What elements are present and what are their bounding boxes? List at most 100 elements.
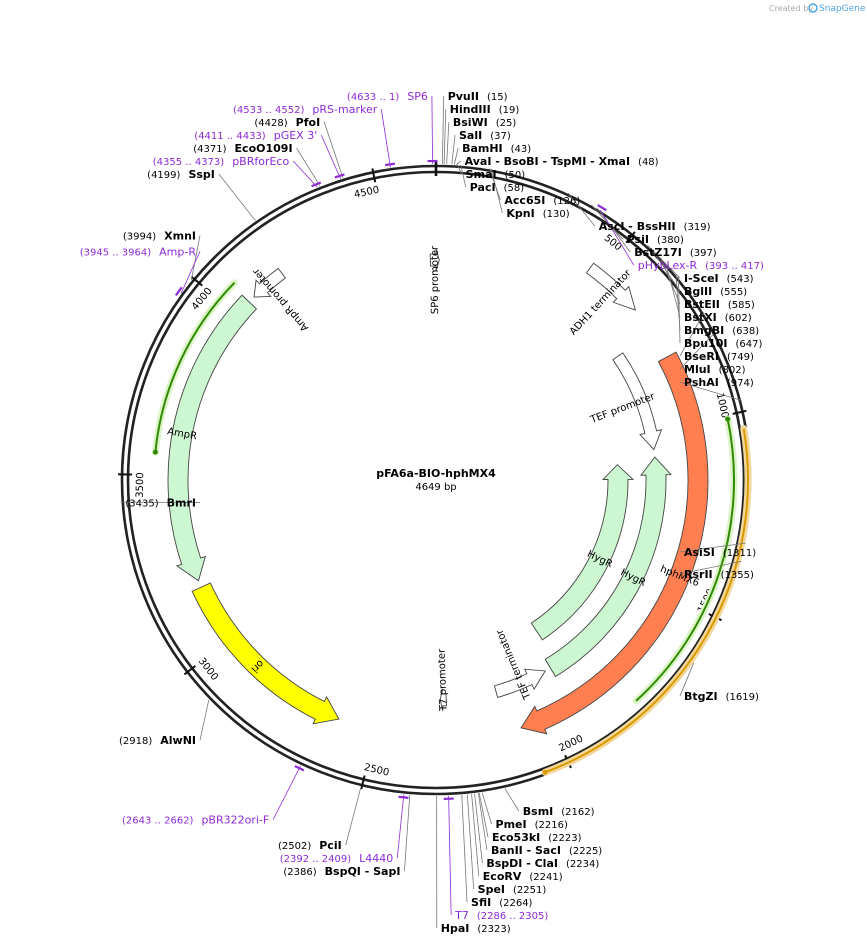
enzyme-psii-position: (380) bbox=[657, 235, 684, 246]
enzyme-pfoi-label[interactable]: (4428)PfoI bbox=[254, 116, 320, 129]
enzyme-sfii-leader bbox=[461, 794, 468, 903]
enzyme-hpai-label[interactable]: HpaI(2323) bbox=[441, 922, 511, 935]
enzyme-mlui-label[interactable]: MluI(802) bbox=[684, 363, 746, 376]
enzyme-ecorv-label[interactable]: EcoRV(2241) bbox=[483, 870, 563, 883]
primer-phyblex-r-label[interactable]: pHybLex-R(393 .. 417) bbox=[638, 259, 764, 272]
primer-pbr322ori-f-label[interactable]: (2643 .. 2662)pBR322ori-F bbox=[122, 813, 269, 826]
enzyme-bstz17i-leader bbox=[597, 208, 631, 253]
enzyme-hindiii-label[interactable]: HindIII(19) bbox=[450, 103, 520, 116]
feature-hygr-arrow[interactable] bbox=[544, 456, 672, 678]
primer-t7-position: (2286 .. 2305) bbox=[477, 911, 549, 922]
enzyme-smai-label[interactable]: SmaI(50) bbox=[466, 168, 526, 181]
feature-ori-arrow[interactable] bbox=[191, 582, 340, 725]
feature-tef-promoter-arrow[interactable] bbox=[612, 352, 663, 451]
enzyme-bspqi-name: BspQI - SapI bbox=[325, 865, 401, 878]
enzyme-pcii-label[interactable]: (2502)PciI bbox=[278, 839, 342, 852]
enzyme-ecorv-position: (2241) bbox=[529, 872, 562, 883]
enzyme-eco53ki-label[interactable]: Eco53kI(2223) bbox=[492, 831, 582, 844]
feature-adh1-terminator-arrow[interactable] bbox=[585, 262, 637, 311]
fragment-arc bbox=[635, 418, 735, 702]
enzyme-pvuii-label[interactable]: PvuII(15) bbox=[448, 90, 508, 103]
enzyme-bspqi-position: (2386) bbox=[283, 867, 316, 878]
enzyme-rsrii-position: (1355) bbox=[721, 570, 754, 581]
enzyme-avai-name: AvaI - BsoBI - TspMI - XmaI bbox=[465, 155, 630, 168]
enzyme-bspdi-name: BspDI - ClaI bbox=[486, 857, 558, 870]
primer-pbrforeco-position: (4355 .. 4373) bbox=[153, 157, 225, 168]
enzyme-bmgbi-label[interactable]: BmgBI(638) bbox=[684, 324, 759, 337]
enzyme-bsiwi-label[interactable]: BsiWI(25) bbox=[453, 116, 517, 129]
enzyme-eco0109i-leader bbox=[296, 147, 321, 187]
primer-l4440-label[interactable]: (2392 .. 2409)L4440 bbox=[280, 852, 394, 865]
primer-amp-r-label[interactable]: (3945 .. 3964)Amp-R bbox=[80, 245, 197, 258]
enzyme-asisi-leader bbox=[679, 542, 746, 553]
enzyme-i-scei-label[interactable]: I-SceI (543) bbox=[684, 272, 754, 285]
enzyme-alwni-leader bbox=[199, 699, 210, 741]
enzyme-pmei-leader bbox=[481, 792, 492, 825]
enzyme-btgzi-leader bbox=[679, 662, 695, 697]
enzyme-bmri-label[interactable]: (3435)BmrI bbox=[125, 497, 196, 510]
enzyme-acc65i-label[interactable]: Acc65I(126) bbox=[504, 194, 580, 207]
enzyme-alwni-label[interactable]: (2918)AlwNI bbox=[119, 734, 196, 747]
enzyme-i-scei-name: I-SceI bbox=[684, 272, 719, 285]
enzyme-bsmi-label[interactable]: BsmI(2162) bbox=[523, 805, 595, 818]
primer-t7-label[interactable]: T7 (2286 .. 2305) bbox=[454, 909, 548, 922]
primer-l4440-position: (2392 .. 2409) bbox=[280, 854, 352, 865]
enzyme-kpni-position: (130) bbox=[543, 209, 570, 220]
enzyme-kpni-label[interactable]: KpnI(130) bbox=[506, 207, 569, 220]
feature-hygr-arrow[interactable] bbox=[530, 464, 635, 641]
enzyme-paci-label[interactable]: PacI(58) bbox=[470, 181, 524, 194]
enzyme-sali-label[interactable]: SalI(37) bbox=[459, 129, 511, 142]
enzyme-bseri-label[interactable]: BseRI(749) bbox=[684, 350, 754, 363]
enzyme-pmei-label[interactable]: PmeI(2216) bbox=[496, 818, 568, 831]
primer-sp6-label[interactable]: (4633 .. 1)SP6 bbox=[347, 90, 428, 103]
enzyme-bspdi-label[interactable]: BspDI - ClaI(2234) bbox=[486, 857, 599, 870]
enzyme-asci-position: (319) bbox=[684, 222, 711, 233]
enzyme-banii-label[interactable]: BanII - SacI(2225) bbox=[491, 844, 602, 857]
enzyme-eco0109i-position: (4371) bbox=[193, 144, 226, 155]
enzyme-hpai-name: HpaI bbox=[441, 922, 470, 935]
enzyme-bspqi-label[interactable]: (2386) BspQI - SapI bbox=[283, 865, 400, 878]
enzyme-btgzi-label[interactable]: BtgZI(1619) bbox=[684, 690, 759, 703]
enzyme-pshai-leader bbox=[679, 381, 742, 401]
enzyme-sspi-label[interactable]: (4199)SspI bbox=[147, 168, 215, 181]
enzyme-bamhi-name: BamHI bbox=[462, 142, 503, 155]
enzyme-eco0109i-label[interactable]: (4371)EcoO109I bbox=[193, 142, 292, 155]
enzyme-psii-label[interactable]: PsiI(380) bbox=[627, 233, 684, 246]
enzyme-bpu10i-leader bbox=[678, 277, 681, 344]
enzyme-bsteii-label[interactable]: BstEII(585) bbox=[684, 298, 755, 311]
enzyme-rsrii-label[interactable]: RsrII (1355) bbox=[684, 568, 754, 581]
enzyme-rsrii-name: RsrII bbox=[684, 568, 713, 581]
enzyme-asci-label[interactable]: AscI - BssHII(319) bbox=[599, 220, 711, 233]
primer-prs-marker-label[interactable]: (4533 .. 4552)pRS-marker bbox=[233, 103, 378, 116]
primer-pgex3-label[interactable]: (4411 .. 4433)pGEX 3' bbox=[194, 129, 317, 142]
primer-pbrforeco-label[interactable]: (4355 .. 4373)pBRforEco bbox=[153, 155, 290, 168]
feature-sp6-promoter-arrow[interactable] bbox=[429, 248, 440, 272]
plasmid-length: 4649 bp bbox=[415, 482, 456, 493]
enzyme-pshai-label[interactable]: PshAI(974) bbox=[684, 376, 754, 389]
enzyme-bstz17i-position: (397) bbox=[690, 248, 717, 259]
enzyme-pfoi-leader bbox=[323, 121, 344, 179]
feature-t7-promoter-arrow[interactable] bbox=[439, 688, 448, 711]
enzyme-spei-label[interactable]: SpeI(2251) bbox=[478, 883, 547, 896]
primer-prs-marker-name: pRS-marker bbox=[312, 103, 377, 116]
enzyme-mlui-position: (802) bbox=[719, 365, 746, 376]
feature-ampr-promoter-arrow[interactable] bbox=[253, 267, 287, 298]
feature-hphmx6-arrow[interactable] bbox=[520, 351, 709, 735]
feature-ampr-arrow[interactable] bbox=[167, 294, 258, 582]
tick-mark-4500 bbox=[371, 168, 377, 183]
primer-pgex3-primer-bar bbox=[334, 173, 345, 179]
enzyme-bstxi-label[interactable]: BstXI(602) bbox=[684, 311, 752, 324]
primer-t7-name: T7 bbox=[454, 909, 469, 922]
feature-tef-terminator-arrow[interactable] bbox=[493, 668, 547, 698]
enzyme-i-scei-position: (543) bbox=[727, 274, 754, 285]
enzyme-asisi-label[interactable]: AsiSI(1311) bbox=[684, 546, 756, 559]
enzyme-sfii-label[interactable]: SfiI(2264) bbox=[471, 896, 533, 909]
enzyme-xmni-label[interactable]: (3994)XmnI bbox=[123, 229, 196, 242]
enzyme-avai-label[interactable]: AvaI - BsoBI - TspMI - XmaI(48) bbox=[465, 155, 659, 168]
enzyme-bamhi-leader bbox=[453, 147, 459, 165]
enzyme-bstz17i-label[interactable]: BstZ17I(397) bbox=[634, 246, 717, 259]
enzyme-bglii-label[interactable]: BglII(555) bbox=[684, 285, 747, 298]
enzyme-bpu10i-label[interactable]: Bpu10I(647) bbox=[684, 337, 762, 350]
enzyme-bamhi-label[interactable]: BamHI(43) bbox=[462, 142, 531, 155]
plasmid-title-group: pFA6a-BIO-hphMX4 4649 bp bbox=[376, 467, 496, 493]
